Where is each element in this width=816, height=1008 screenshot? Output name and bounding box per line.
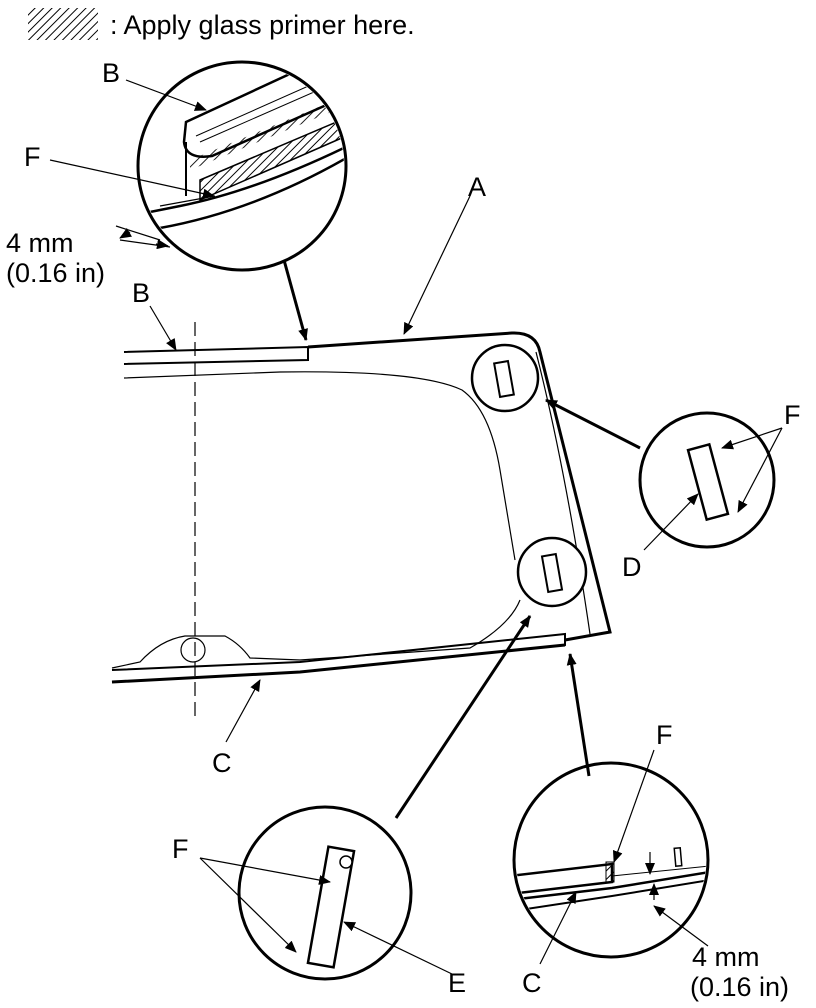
leader-B-main [149, 305, 177, 351]
upper-spacer-ring [470, 343, 540, 413]
leader-4mm-br [653, 905, 709, 947]
leader-F-top [49, 159, 215, 199]
arrow-right-detail [545, 398, 641, 450]
leader-B-top [125, 79, 207, 111]
leader-E [343, 921, 453, 975]
detail-circle-bottom-left [237, 805, 413, 981]
label-dim-in-br: (0.16 in) [690, 972, 789, 1002]
lower-spacer-ring [516, 536, 588, 608]
label-D: D [622, 552, 642, 582]
hatch-swatch [28, 8, 98, 40]
legend-text: : Apply glass primer here. [110, 10, 415, 40]
leader-C-br [539, 891, 577, 965]
label-B-main: B [132, 278, 150, 308]
label-B-top: B [102, 58, 120, 88]
arrow-top-detail [282, 259, 308, 341]
label-dim-mm-top: 4 mm [6, 228, 74, 258]
label-A: A [468, 172, 486, 202]
arrow-bottom-right-detail [566, 653, 591, 777]
label-F-br: F [656, 720, 673, 750]
label-C-br: C [522, 968, 542, 998]
label-F-top: F [24, 142, 41, 172]
leader-C-main [225, 679, 261, 743]
label-E: E [448, 968, 466, 998]
legend: : Apply glass primer here. [28, 8, 415, 40]
label-dim-mm-br: 4 mm [692, 942, 760, 972]
leader-F-bl-1 [199, 857, 331, 885]
label-F-right: F [784, 400, 801, 430]
label-C-main: C [212, 748, 232, 778]
reference-hole [180, 637, 206, 663]
detail-circle-top [115, 60, 348, 272]
leader-F-br [612, 749, 655, 863]
detail-circle-bottom-right [512, 761, 710, 959]
leader-F-right-1 [721, 427, 783, 450]
leader-A [403, 195, 471, 335]
leader-F-right-2 [737, 427, 783, 513]
label-F-bl: F [172, 834, 189, 864]
label-dim-in-top: (0.16 in) [6, 258, 105, 288]
detail-circle-right [638, 411, 776, 549]
leader-F-bl-2 [199, 857, 297, 953]
arrow-bottom-left-detail [394, 615, 532, 819]
leader-D [643, 493, 699, 551]
glass-outline [111, 322, 612, 718]
